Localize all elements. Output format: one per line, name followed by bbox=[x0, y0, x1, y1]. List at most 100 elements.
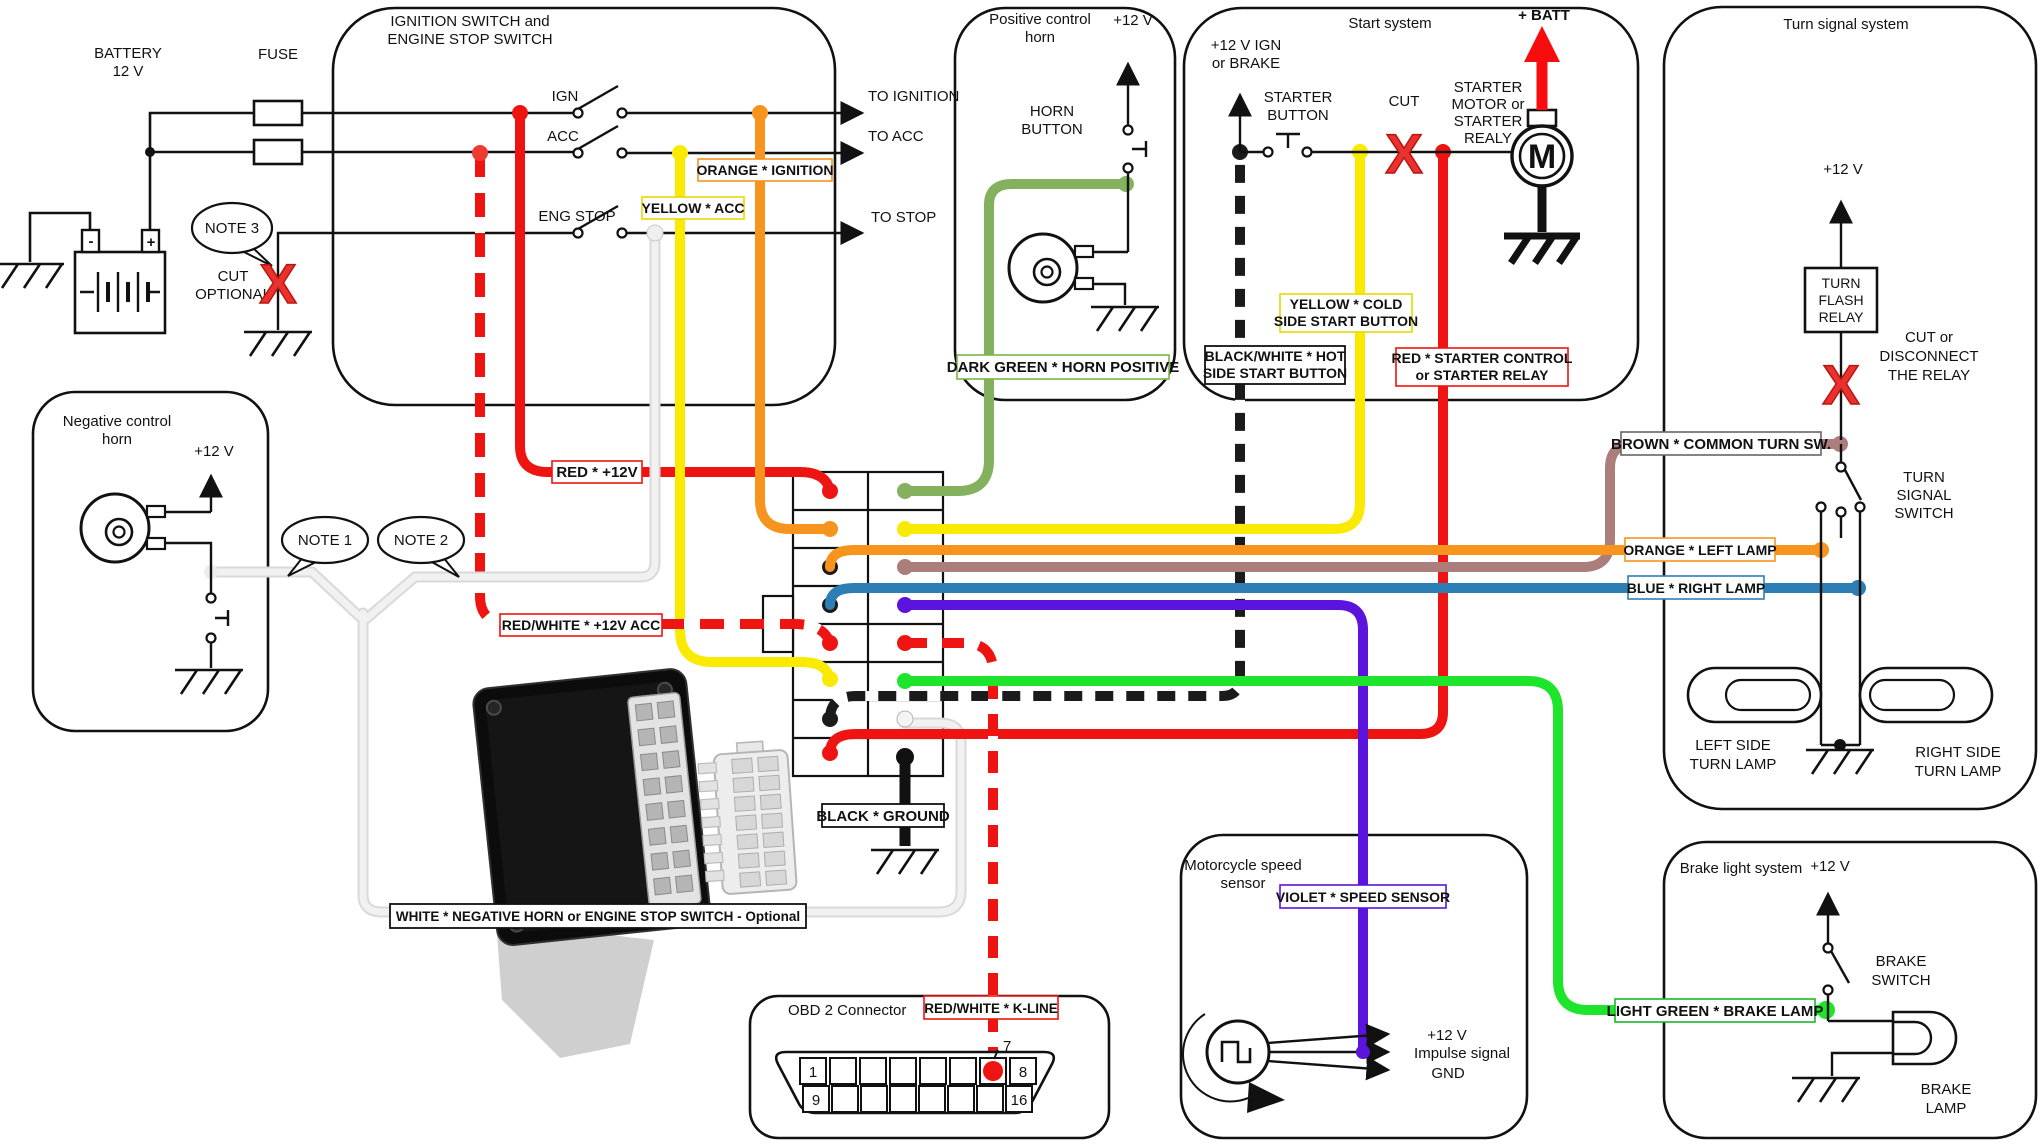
note1-text: NOTE 1 bbox=[298, 532, 352, 549]
pos-horn-symbol bbox=[1007, 232, 1095, 304]
motor-label-1: STARTER bbox=[1454, 79, 1523, 96]
wire-redwhite-kline bbox=[905, 638, 998, 1060]
starter-button-label-1: STARTER bbox=[1264, 89, 1333, 106]
turn-cut-2: DISCONNECT bbox=[1879, 348, 1978, 365]
starter-button-label-2: BUTTON bbox=[1267, 107, 1328, 124]
fuse-1 bbox=[252, 99, 304, 127]
fuse-2 bbox=[252, 138, 304, 166]
wire-orange-left bbox=[825, 545, 1821, 572]
battery-plus: + bbox=[147, 234, 156, 251]
start-supply-1: +12 V IGN bbox=[1211, 37, 1281, 54]
battery-pos-wire bbox=[148, 111, 578, 232]
positive-horn-box bbox=[953, 6, 1177, 402]
label-violet-speed: VIOLET * SPEED SENSOR bbox=[1276, 884, 1450, 909]
turn-cut-1: CUT or bbox=[1905, 329, 1953, 346]
cut-x-ignition: X bbox=[259, 252, 296, 315]
wire-green-brake bbox=[900, 676, 1825, 1015]
left-turn-lamp bbox=[1686, 666, 1823, 724]
horn-button-label-1: HORN bbox=[1030, 103, 1074, 120]
turn-lines bbox=[1819, 199, 1863, 747]
svg-text:ORANGE * IGNITION: ORANGE * IGNITION bbox=[697, 162, 834, 178]
note3-bubble: NOTE 3 bbox=[190, 201, 274, 267]
label-white-negative: WHITE * NEGATIVE HORN or ENGINE STOP SWI… bbox=[389, 903, 807, 929]
pos-horn-12v: +12 V bbox=[1113, 12, 1153, 29]
svg-text:YELLOW * COLD: YELLOW * COLD bbox=[1290, 296, 1403, 312]
turn-title: Turn signal system bbox=[1783, 16, 1908, 33]
start-title: Start system bbox=[1348, 15, 1431, 32]
neg-horn-title-1: Negative control bbox=[63, 413, 171, 430]
engstop-switch-blade bbox=[577, 204, 619, 231]
alarm-module bbox=[472, 668, 712, 946]
svg-text:BROWN * COMMON TURN SW.: BROWN * COMMON TURN SW. bbox=[1611, 436, 1831, 453]
wire-labels: RED * +12V ORANGE * IGNITION YELLOW * AC… bbox=[389, 158, 1831, 1023]
starter-button-contact-1 bbox=[1262, 146, 1274, 158]
battery-ground-icon bbox=[0, 262, 66, 290]
svg-text:RED * +12V: RED * +12V bbox=[556, 464, 637, 481]
cut-optional-1: CUT bbox=[218, 268, 249, 285]
ignition-title-2: ENGINE STOP SWITCH bbox=[387, 31, 552, 48]
battery-junction-dot bbox=[145, 147, 155, 157]
note2-bubble: NOTE 2 bbox=[376, 515, 466, 578]
ignition-contacts bbox=[572, 107, 628, 239]
start-lines bbox=[1228, 92, 1512, 154]
main-ground-icon bbox=[869, 848, 941, 876]
turn-flash-relay bbox=[1803, 266, 1879, 334]
battery-neg-wire bbox=[28, 211, 92, 262]
battery-label-2: 12 V bbox=[113, 63, 144, 80]
svg-text:DARK GREEN * HORN POSITIVE: DARK GREEN * HORN POSITIVE bbox=[947, 359, 1180, 376]
turn-signal-box bbox=[1662, 5, 2038, 811]
svg-text:RED/WHITE * +12V ACC: RED/WHITE * +12V ACC bbox=[502, 617, 661, 633]
module-pins bbox=[634, 700, 694, 896]
note2-text: NOTE 2 bbox=[394, 532, 448, 549]
batt-label: + BATT bbox=[1518, 7, 1570, 24]
brake-switch-label-1: BRAKE bbox=[1876, 953, 1927, 970]
left-lamp-label-2: TURN LAMP bbox=[1690, 756, 1777, 773]
svg-text:SIDE START BUTTON: SIDE START BUTTON bbox=[1274, 313, 1418, 329]
pos-horn-title-1: Positive control bbox=[989, 11, 1091, 28]
svg-text:SIDE START BUTTON: SIDE START BUTTON bbox=[1203, 365, 1347, 381]
brake-lamp-label-1: BRAKE bbox=[1921, 1081, 1972, 1098]
brake-contact-2 bbox=[1822, 984, 1834, 996]
cut-x-turn: X bbox=[1822, 353, 1859, 416]
neg-horn-contact-1 bbox=[205, 592, 217, 604]
obd-pin-1: 1 bbox=[809, 1064, 817, 1081]
motor-label-3: STARTER bbox=[1454, 113, 1523, 130]
obd-pin-7: 7 bbox=[1003, 1038, 1011, 1055]
horn-button-contact-2 bbox=[1122, 162, 1134, 174]
svg-text:BLACK * GROUND: BLACK * GROUND bbox=[816, 808, 949, 825]
speed-impulse: Impulse signal bbox=[1414, 1045, 1510, 1062]
left-lamp-label-1: LEFT SIDE bbox=[1695, 737, 1771, 754]
speed-gnd: GND bbox=[1431, 1065, 1465, 1082]
neg-horn-12v: +12 V bbox=[194, 443, 234, 460]
pos-horn-title-2: horn bbox=[1025, 29, 1055, 46]
brake-switch-label-2: SWITCH bbox=[1871, 972, 1930, 989]
turn-switch-contacts bbox=[1815, 461, 1866, 518]
ign-switch-blade bbox=[577, 84, 619, 111]
svg-text:VIOLET * SPEED SENSOR: VIOLET * SPEED SENSOR bbox=[1276, 889, 1450, 905]
right-lamp-label-1: RIGHT SIDE bbox=[1915, 744, 2001, 761]
start-cut-label: CUT bbox=[1389, 93, 1420, 110]
brake-switch-blade bbox=[1829, 950, 1851, 984]
cut-optional-2: OPTIONAL bbox=[195, 286, 271, 303]
violet-junction bbox=[1356, 1045, 1370, 1059]
right-turn-lamp bbox=[1858, 666, 1994, 724]
label-yellow-acc: YELLOW * ACC bbox=[641, 196, 745, 220]
brake-lamp-symbol bbox=[1891, 1010, 1958, 1066]
cut-x-start: X bbox=[1385, 122, 1422, 185]
battery-label-1: BATTERY bbox=[94, 45, 162, 62]
label-redwhite-acc: RED/WHITE * +12V ACC bbox=[499, 613, 663, 637]
speed-title-1: Motorcycle speed bbox=[1184, 857, 1302, 874]
wire-violet-speed bbox=[900, 600, 1368, 1053]
label-blackwhite-hot: BLACK/WHITE * HOT SIDE START BUTTON bbox=[1203, 345, 1347, 385]
starter-button-contact-2 bbox=[1301, 146, 1313, 158]
neg-horn-contact-2 bbox=[205, 632, 217, 644]
to-stop-label: TO STOP bbox=[871, 209, 936, 226]
svg-text:or STARTER RELAY: or STARTER RELAY bbox=[1415, 367, 1549, 383]
brake-light-box bbox=[1662, 840, 2038, 1140]
brake-lines bbox=[1816, 891, 1893, 1076]
label-blue-right: BLUE * RIGHT LAMP bbox=[1627, 575, 1765, 600]
to-ignition-label: TO IGNITION bbox=[868, 88, 959, 105]
pin7-tick bbox=[993, 1049, 999, 1060]
ignition-title-1: IGNITION SWITCH and bbox=[390, 13, 549, 30]
